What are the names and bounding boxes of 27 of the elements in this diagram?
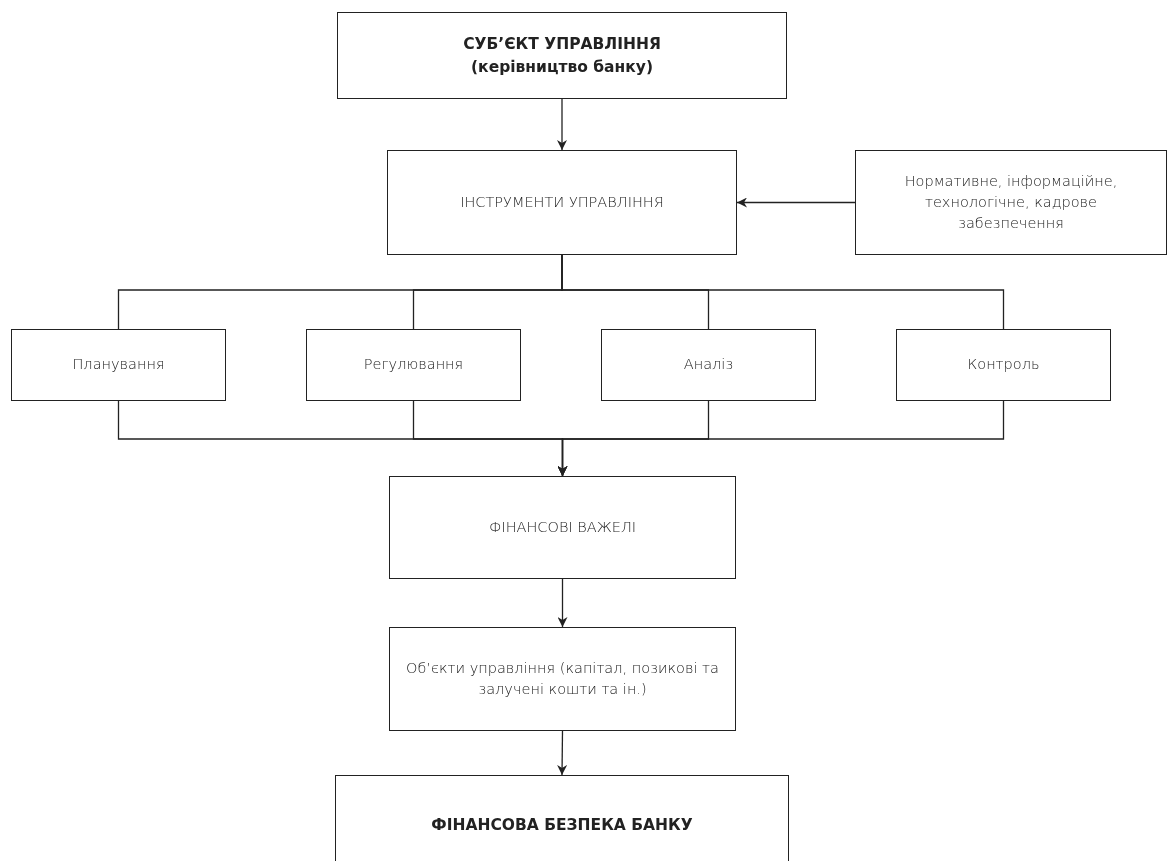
box-text: (керівництво банку) [471, 56, 653, 78]
function-box [601, 329, 816, 401]
box-text: Аналіз [683, 355, 734, 375]
function-box [896, 329, 1111, 401]
objects-box [389, 627, 736, 731]
function-box [306, 329, 521, 401]
box-text: Об’єкти управління (капітал, позикові та залучені кошти та ін.) [405, 659, 720, 699]
box-text: ІНСТРУМЕНТИ УПРАВЛІННЯ [460, 193, 664, 212]
function-box [11, 329, 226, 401]
box-text: Контроль [967, 355, 1040, 375]
box-text: Регулювання [363, 355, 464, 375]
arrow [557, 730, 568, 776]
support-box [855, 150, 1167, 255]
box-text: Нормативне, інформаційне, технологічне, кадрове забезпечення [903, 171, 1119, 233]
box-text: СУБ’ЄКТ УПРАВЛІННЯ [463, 34, 661, 56]
security-box [335, 775, 789, 861]
arrow [736, 197, 856, 208]
connector-line [561, 254, 1005, 330]
box-text: Планування [72, 355, 165, 375]
arrow [557, 578, 568, 628]
levers-box [389, 476, 736, 579]
subject-box [337, 12, 787, 99]
tools-box [387, 150, 737, 255]
box-text: ФІНАНСОВІ ВАЖЕЛІ [488, 518, 637, 537]
box-text: ФІНАНСОВА БЕЗПЕКА БАНКУ [431, 814, 693, 836]
arrow [557, 400, 1005, 477]
arrow [557, 98, 567, 151]
